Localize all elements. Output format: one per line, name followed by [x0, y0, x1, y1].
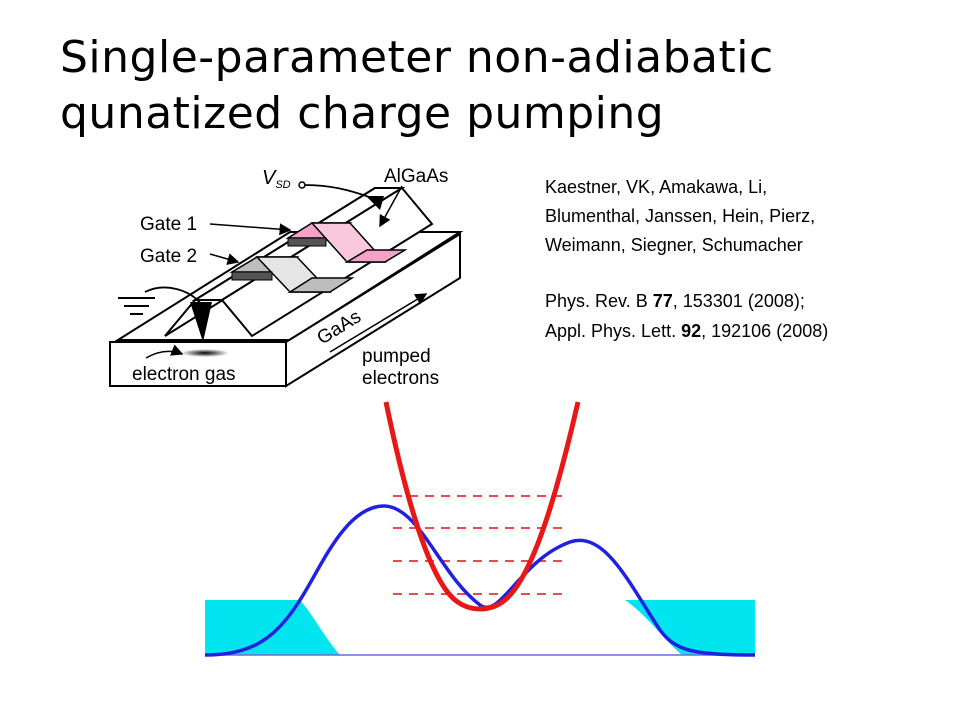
- reference-1: Phys. Rev. B 77, 153301 (2008);: [545, 286, 945, 316]
- gate-1-arrow: [209, 223, 292, 236]
- substrate-side-face: [285, 232, 461, 388]
- pumped-label-line-1: pumped: [362, 346, 431, 367]
- pumped-label-line-2: electrons: [362, 368, 439, 389]
- dot-parabola-curve: [383, 401, 581, 612]
- gate-1-label: Gate 1: [140, 214, 197, 235]
- reference-1-journal: Phys. Rev. B: [545, 291, 648, 311]
- ground-wire: [144, 286, 202, 305]
- gate-2-label: Gate 2: [140, 246, 197, 267]
- reference-2: Appl. Phys. Lett. 92, 192106 (2008): [545, 316, 945, 346]
- vsd-wire: [304, 184, 373, 199]
- vsd-label: VSD: [262, 167, 291, 191]
- algaas-arrow: [379, 185, 403, 228]
- reference-1-volume: 77: [652, 291, 673, 311]
- algaas-label: AlGaAs: [384, 166, 448, 187]
- reference-list: Phys. Rev. B 77, 153301 (2008); Appl. Ph…: [545, 286, 945, 346]
- author-line-1: Kaestner, VK, Amakawa, Li,: [545, 177, 768, 197]
- ohmic-contact: [190, 302, 212, 342]
- gate-2-edge: [231, 271, 273, 281]
- drain-contact: [366, 196, 384, 210]
- electron-gas-arrow: [145, 344, 184, 359]
- pumped-electrons-arrow: [329, 293, 428, 353]
- slide-title: Single-parameter non-adiabatic qunatized…: [60, 30, 920, 142]
- electron-gas-channel: [181, 349, 229, 357]
- reference-1-rest: , 153301 (2008);: [672, 291, 805, 311]
- reference-2-journal: Appl. Phys. Lett.: [545, 321, 677, 341]
- author-line-3: Weimann, Siegner, Schumacher: [545, 235, 803, 255]
- fermi-sea-left: [205, 600, 340, 655]
- vsd-subscript: SD: [275, 179, 290, 191]
- electron-gas-label: electron gas: [132, 364, 236, 385]
- gate-2-arrow: [209, 253, 240, 265]
- title-line-1: Single-parameter non-adiabatic: [60, 32, 774, 83]
- reference-2-volume: 92: [681, 321, 702, 341]
- author-line-2: Blumenthal, Janssen, Hein, Pierz,: [545, 206, 816, 226]
- reference-2-rest: , 192106 (2008): [701, 321, 829, 341]
- gate-2-right-pad: [287, 277, 355, 293]
- gate-1-edge: [287, 237, 327, 247]
- vsd-symbol: V: [262, 167, 277, 189]
- gate-1-right-pad: [344, 249, 408, 263]
- title-line-2: qunatized charge pumping: [60, 88, 665, 139]
- barrier-potential-curve: [204, 504, 756, 657]
- fermi-sea-right: [625, 600, 755, 655]
- author-list: Kaestner, VK, Amakawa, Li, Blumenthal, J…: [545, 173, 945, 260]
